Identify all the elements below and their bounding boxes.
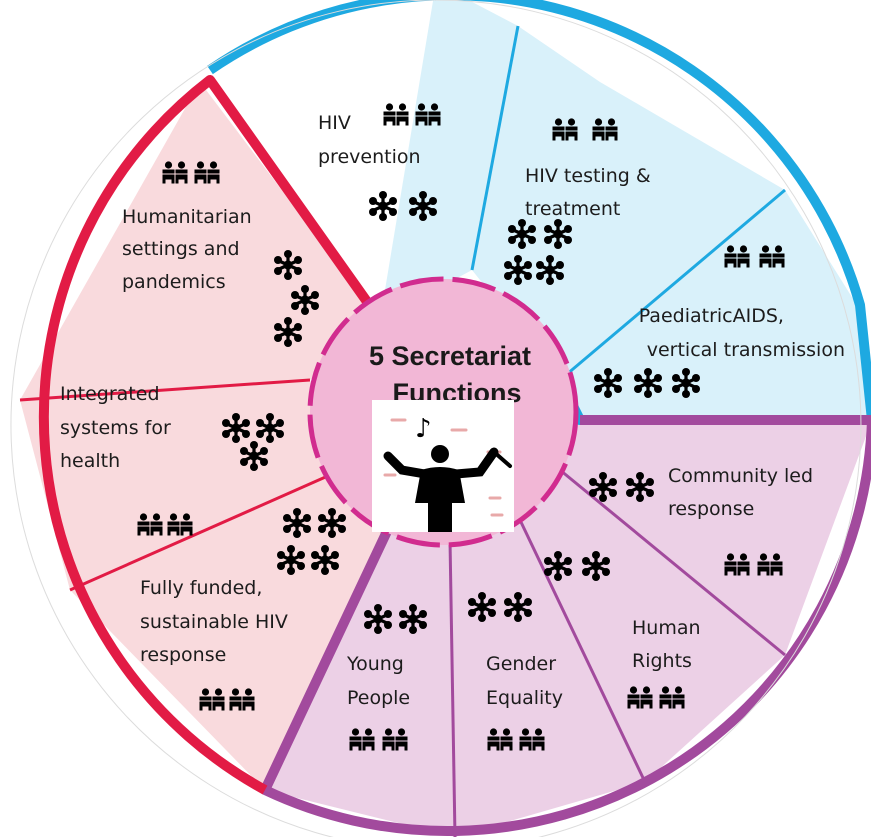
- divider-line: [518, 519, 647, 783]
- label-line: PaediatricAIDS,: [639, 305, 784, 327]
- label-line: People: [347, 687, 410, 709]
- segment-gender-equality: [450, 520, 645, 837]
- label-gender-equality: Gender Equality: [486, 653, 563, 709]
- label-line: Human: [632, 617, 701, 639]
- label-line: sustainable HIV: [140, 611, 288, 633]
- label-line: Humanitarian: [122, 206, 252, 228]
- label-paediatric-aids: PaediatricAIDS, vertical transmission: [639, 305, 845, 361]
- label-line: pandemics: [122, 271, 226, 293]
- divider-line: [19, 378, 311, 402]
- segment-paediatric-aids: [560, 190, 871, 420]
- label-line: HIV testing &: [525, 165, 651, 187]
- label-humanitarian-settings: Humanitarian settings and pandemics: [122, 206, 258, 293]
- label-line: Integrated: [60, 383, 160, 405]
- segment-human-rights: [520, 470, 785, 782]
- center-title-line1: 5 Secretariat: [369, 341, 531, 371]
- label-line: settings and: [122, 238, 240, 260]
- label-human-rights: Human Rights: [632, 617, 707, 672]
- conductor-figure: [383, 445, 512, 532]
- label-line: HIV: [318, 112, 351, 134]
- conductor-left-arm: [383, 451, 430, 479]
- orchestra-conductor-icon: ♪: [372, 400, 514, 532]
- purple-group-border: [260, 415, 871, 837]
- label-hiv-prevention: HIV prevention: [318, 112, 421, 168]
- divider-line: [559, 188, 786, 382]
- red-group-border: [38, 75, 385, 795]
- segment-labels: HIV prevention HIV testing & treatment P…: [60, 112, 845, 709]
- label-line: treatment: [525, 198, 620, 220]
- label-line: Rights: [632, 650, 692, 672]
- segment-dividers: [19, 25, 786, 837]
- label-line: response: [140, 644, 226, 666]
- divider-line: [470, 25, 520, 271]
- label-line: Gender: [486, 653, 556, 675]
- music-note-icon: ♪: [415, 414, 432, 444]
- segment-fully-funded-response: [70, 475, 390, 790]
- outer-circle-outline: [10, 0, 862, 837]
- label-fully-funded-response: Fully funded, sustainable HIV response: [140, 577, 294, 666]
- label-line: systems for: [60, 417, 171, 439]
- divider-line: [559, 468, 786, 657]
- conductor-body: [415, 467, 465, 532]
- segment-hiv-testing-treatment: [472, 26, 785, 380]
- label-young-people: Young People: [346, 653, 410, 709]
- center-hub: 5 Secretariat Functions ♪: [307, 276, 579, 548]
- label-line: vertical transmission: [647, 339, 845, 361]
- label-line: Young: [346, 653, 404, 675]
- label-line: Community led: [668, 465, 813, 487]
- label-integrated-systems: Integrated systems for health: [60, 383, 177, 472]
- label-line: prevention: [318, 146, 421, 168]
- label-community-led-response: Community led response: [668, 465, 819, 520]
- conductor-right-arm: [451, 447, 499, 479]
- segment-integrated-systems: [20, 380, 330, 590]
- segment-hiv-prevention: [380, 0, 518, 320]
- segment-young-people: [265, 525, 455, 837]
- conductor-baton: [492, 450, 512, 468]
- label-line: health: [60, 450, 120, 472]
- network-cluster-icon: [367, 189, 399, 223]
- conductor-head: [431, 445, 449, 463]
- divider-line: [69, 473, 331, 592]
- label-line: Fully funded,: [140, 577, 262, 599]
- label-line: Equality: [486, 687, 563, 709]
- divider-line: [448, 539, 457, 837]
- people-group-icon: [383, 103, 409, 126]
- label-line: response: [668, 498, 754, 520]
- label-hiv-testing-treatment: HIV testing & treatment: [525, 165, 657, 220]
